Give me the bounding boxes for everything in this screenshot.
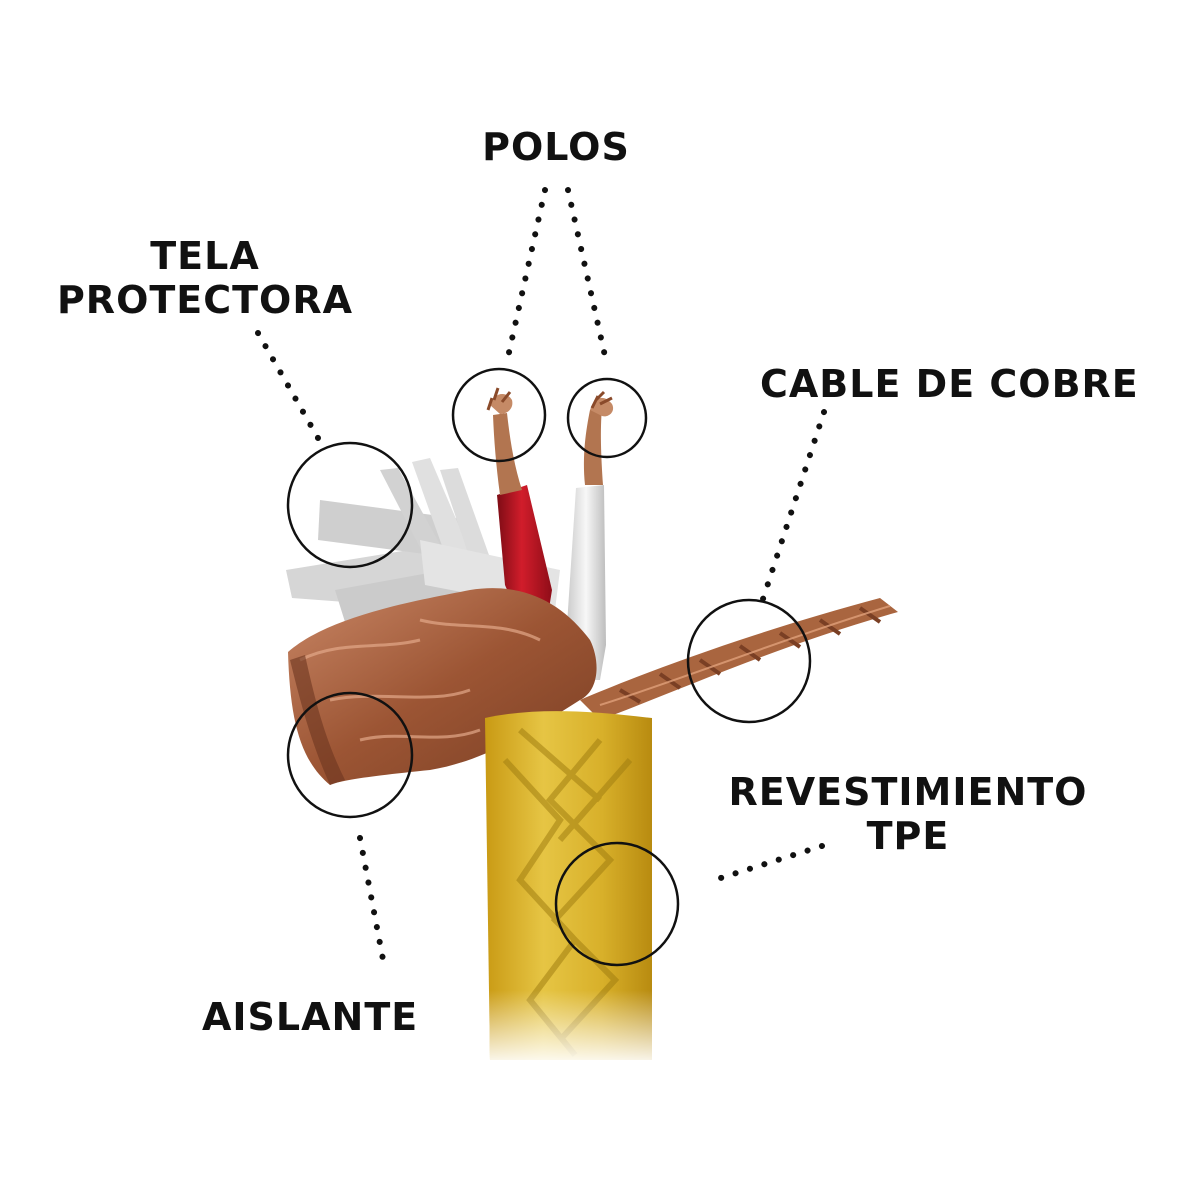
label-aislante: AISLANTE [202, 995, 418, 1039]
label-cable-de-cobre-text: CABLE DE COBRE [760, 362, 1139, 406]
leader-lines [255, 187, 827, 973]
callout-circle-polo-red [451, 367, 547, 463]
fabric-strands [286, 458, 560, 625]
label-revestimiento-line1: REVESTIMIENTO [728, 770, 1088, 814]
callout-circle-aislante [286, 691, 414, 819]
leader-polos-left [505, 187, 548, 360]
label-tela-protectora-line1: TELA [150, 234, 260, 278]
label-polos: POLOS [473, 125, 639, 169]
callout-circle-polo-white [566, 377, 648, 459]
leader-cable-cobre [759, 409, 827, 605]
tpe-jacket [485, 711, 652, 1060]
label-aislante-text: AISLANTE [202, 995, 419, 1039]
label-revestimiento-line2: TPE [866, 814, 950, 858]
red-wire [486, 387, 552, 620]
copper-ground-wire [580, 598, 898, 720]
label-tela-protectora: TELA PROTECTORA [40, 234, 370, 322]
leader-polos-right [565, 187, 610, 368]
callout-circle-tela [286, 441, 414, 569]
label-tela-protectora-line2: PROTECTORA [56, 278, 354, 322]
label-revestimiento-tpe: REVESTIMIENTO TPE [718, 770, 1098, 858]
leader-tela [255, 330, 325, 448]
leader-revestimiento [705, 843, 825, 885]
label-polos-text: POLOS [482, 125, 630, 169]
callout-circles [286, 367, 812, 967]
leader-aislante [357, 835, 388, 973]
label-cable-de-cobre: CABLE DE COBRE [760, 362, 1139, 406]
callout-circle-revestimiento [554, 841, 680, 967]
callout-circle-cable-cobre [686, 598, 812, 724]
